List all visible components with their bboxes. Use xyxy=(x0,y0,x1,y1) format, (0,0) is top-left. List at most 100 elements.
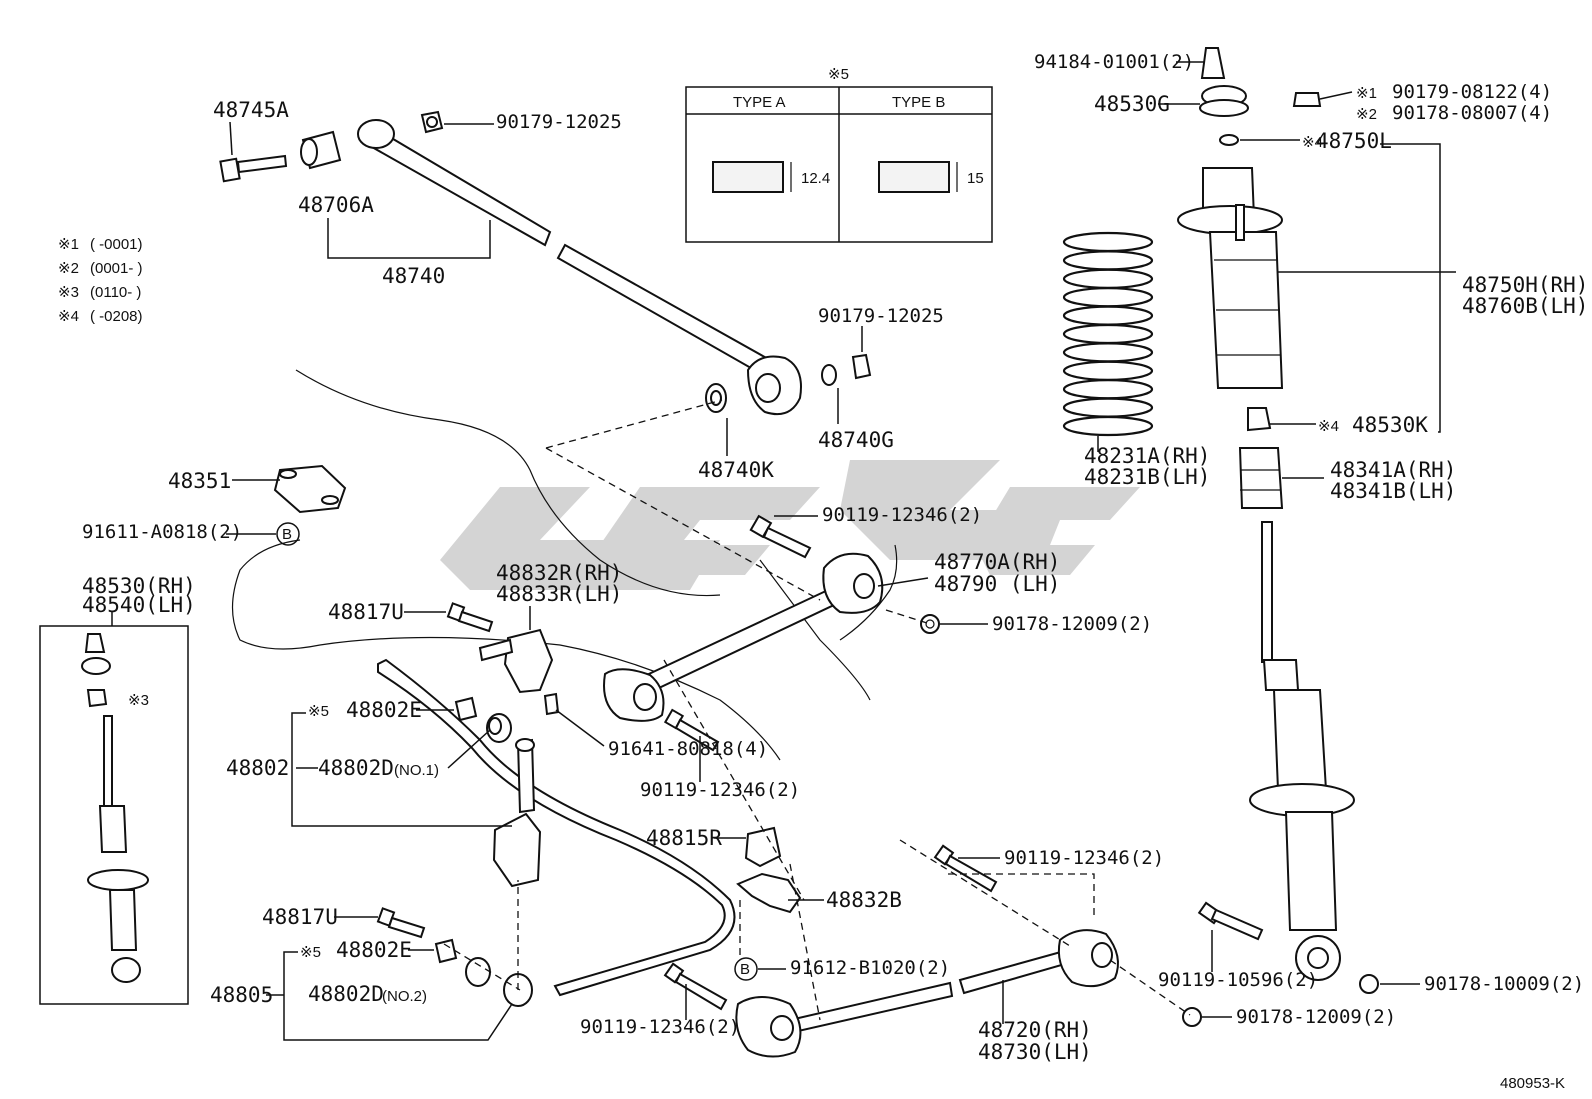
label-91611: 91611-A0818(2) xyxy=(82,521,242,543)
labels: 48745A 48706A 48740 90179-12025 90179-12… xyxy=(82,51,1588,1064)
bolt-91641 xyxy=(543,692,560,716)
spring-coil xyxy=(1062,342,1154,363)
note-x3: ※3 xyxy=(128,692,149,709)
label-48770A: 48770A(RH) xyxy=(934,550,1060,574)
circle-b-1 xyxy=(276,522,300,546)
label-no2: (NO.2) xyxy=(382,988,427,1005)
nut-90179-top xyxy=(420,110,444,134)
leader-lines xyxy=(226,61,1456,1041)
spring-coil xyxy=(1062,305,1154,326)
note-x1: ※1 xyxy=(1356,85,1377,102)
label-48832R: 48832R(RH) xyxy=(496,561,622,585)
upper-arm-48740 xyxy=(357,119,802,416)
cap-94184 xyxy=(1200,47,1226,79)
label-94184: 94184-01001(2) xyxy=(1034,51,1194,73)
label-48231A: 48231A(RH) xyxy=(1084,444,1210,468)
circle-b-label-2: B xyxy=(740,961,750,978)
note-mark-2: ※2 xyxy=(58,260,79,277)
label-90178-10009: 90178-10009(2) xyxy=(1424,973,1584,995)
label-90119-10596: 90119-10596(2) xyxy=(1158,969,1318,991)
note-mark-1: ※1 xyxy=(58,236,79,253)
circle-b-2 xyxy=(734,957,758,981)
label-48802: 48802 xyxy=(226,756,289,780)
table-col-b: TYPE B xyxy=(892,94,945,111)
note-x4-2: ※4 xyxy=(1318,418,1339,435)
label-48745A: 48745A xyxy=(213,98,289,122)
label-48540lh: 48540(LH) xyxy=(82,593,196,617)
label-48802E-2: 48802E xyxy=(336,938,412,962)
body-outline xyxy=(231,369,898,761)
label-48815R: 48815R xyxy=(646,826,722,850)
label-48530K: 48530K xyxy=(1352,413,1428,437)
label-48750L: 48750L xyxy=(1316,129,1392,153)
bushing-48802D-1 xyxy=(486,713,512,743)
stabilizer-bar-48805 xyxy=(377,658,736,997)
bushing-48706A xyxy=(300,130,342,170)
label-48730: 48730(LH) xyxy=(978,1040,1092,1064)
nut-90178-2 xyxy=(1182,1007,1202,1027)
washer-48740K xyxy=(705,383,727,413)
label-48530G: 48530G xyxy=(1094,92,1170,116)
label-90119-2: 90119-12346(2) xyxy=(640,779,800,801)
label-no1: (NO.1) xyxy=(394,762,439,779)
label-48817U-1: 48817U xyxy=(328,600,404,624)
bolt-48817U-1 xyxy=(446,602,494,633)
label-48750H: 48750H(RH) xyxy=(1462,273,1588,297)
label-48760B: 48760B(LH) xyxy=(1462,294,1588,318)
spring-coil xyxy=(1062,415,1154,437)
label-48720: 48720(RH) xyxy=(978,1018,1092,1042)
inset-box xyxy=(39,612,189,1005)
lateral-rod-48770A xyxy=(603,552,884,722)
cap-48802E-1 xyxy=(454,696,478,722)
bolt-48745A xyxy=(219,154,288,183)
note-range-3: (0110- ) xyxy=(90,284,141,301)
label-48341B: 48341B(LH) xyxy=(1330,479,1456,503)
label-48805: 48805 xyxy=(210,983,273,1007)
table-col-a: TYPE A xyxy=(733,94,786,111)
label-48817U-2: 48817U xyxy=(262,905,338,929)
spring-coil xyxy=(1062,323,1154,345)
spring-coil xyxy=(1062,397,1154,418)
bracket-48351 xyxy=(273,464,347,514)
label-48802D-2: 48802D xyxy=(308,982,384,1006)
bolt-90119-10596 xyxy=(1197,901,1264,941)
label-90178-08007: 90178-08007(4) xyxy=(1392,102,1552,124)
note-mark-3: ※3 xyxy=(58,284,79,301)
bushing-48802D-2 xyxy=(465,957,491,987)
circle-b-label-1: B xyxy=(282,526,292,543)
lower-arm-48720 xyxy=(735,929,1119,1058)
table-title: ※5 xyxy=(828,66,849,83)
label-48802E-1: 48802E xyxy=(346,698,422,722)
nut-90178-1 xyxy=(920,614,940,634)
cap-48802E-2 xyxy=(434,938,458,964)
bolt-90119-3 xyxy=(933,844,998,893)
note-range-2: (0001- ) xyxy=(90,260,143,277)
nut-90179-mid xyxy=(851,353,872,380)
note-x4-1: ※4 xyxy=(1302,134,1323,151)
label-90179-mid: 90179-12025 xyxy=(818,305,944,327)
spring-coil xyxy=(1062,250,1154,271)
table-dim-a: 12.4 xyxy=(801,170,830,187)
type-table-text: ※5 TYPE A TYPE B 12.4 15 xyxy=(733,66,984,187)
bracket-48832R xyxy=(478,628,554,694)
note-range-1: ( -0001) xyxy=(90,236,143,253)
spring-coil xyxy=(1062,231,1154,253)
type-table xyxy=(685,86,993,243)
label-90119-3: 90119-12346(2) xyxy=(1004,847,1164,869)
label-48341A: 48341A(RH) xyxy=(1330,458,1456,482)
washer-48750L xyxy=(1219,134,1239,146)
label-48790: 48790 (LH) xyxy=(934,572,1060,596)
bolt-90119-1 xyxy=(749,514,812,559)
bushing-48815R xyxy=(744,826,782,868)
spring-coil xyxy=(1062,287,1154,308)
spring-coil xyxy=(1062,360,1154,381)
note-x2: ※2 xyxy=(1356,106,1377,123)
label-48832B: 48832B xyxy=(826,888,902,912)
bolt-48817U-2 xyxy=(376,907,426,939)
note-range-4: ( -0208) xyxy=(90,308,143,325)
table-dim-b: 15 xyxy=(967,170,984,187)
note-x5-2: ※5 xyxy=(300,944,321,961)
notes-legend: ※1 ( -0001) ※2 (0001- ) ※3 (0110- ) ※4 (… xyxy=(58,236,143,325)
label-90119-1: 90119-12346(2) xyxy=(822,504,982,526)
